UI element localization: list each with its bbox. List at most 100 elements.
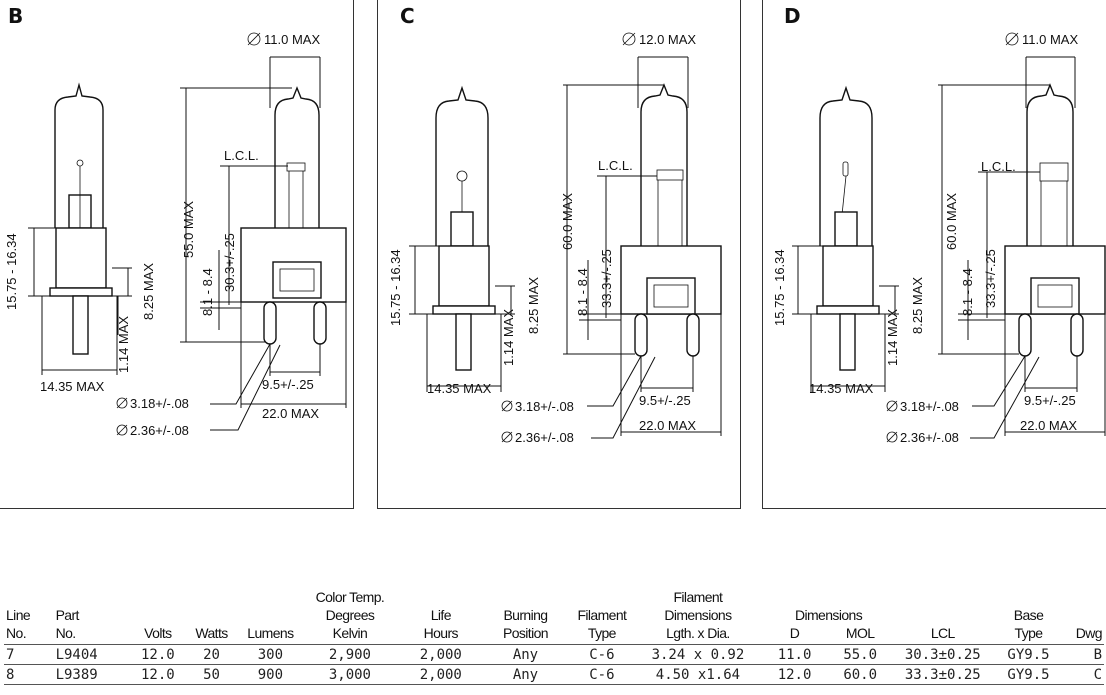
cell-filament-type: C-6	[565, 664, 639, 685]
pin-height-label-d: 8.25 MAX	[910, 277, 925, 334]
dimensions-group-label: Dimensions	[794, 607, 863, 623]
cell-filament-dims: 3.24 x 0.92	[638, 644, 758, 665]
cell-watts: 50	[185, 664, 238, 685]
cell-burning: Any	[485, 664, 566, 685]
cell-life: 2,000	[396, 664, 486, 685]
lcl-label-b: L.C.L.	[224, 148, 259, 163]
side-view-bulb	[819, 85, 873, 246]
drawing-panel-c	[377, 0, 741, 509]
lcl-label-c: L.C.L.	[598, 158, 633, 173]
side-view-base	[55, 227, 107, 289]
front-view-bulb	[274, 86, 320, 228]
side-width-label-d: 14.35 MAX	[809, 381, 874, 396]
dia-label-d: 11.0 MAX	[1022, 32, 1078, 47]
col-watts: Watts	[195, 625, 228, 641]
dia-label-b: 11.0 MAX	[264, 32, 320, 47]
base-range-label-b: 8.1 - 8.4	[200, 268, 215, 316]
col-dwg: Dwg	[1075, 625, 1103, 641]
base-range-label-c: 8.1 - 8.4	[575, 268, 590, 316]
cell-d: 11.0	[757, 644, 832, 665]
side-width-label-c: 14.35 MAX	[427, 381, 492, 396]
cell-filament-dims: 4.50 x1.64	[638, 664, 758, 685]
cell-lumens: 300	[237, 644, 304, 665]
pin-dia2-label-c: 2.36+/-.08	[515, 430, 574, 445]
front-view-bulb	[1026, 83, 1074, 246]
cell-volts: 12.0	[129, 664, 186, 685]
side-view-base	[438, 245, 490, 307]
gap-label-b: 1.14 MAX	[116, 316, 131, 373]
cell-part: L9389	[53, 664, 130, 685]
cell-line: 7	[4, 644, 54, 665]
table-row: 8 L9389 12.0 50 900 3,000 2,000 Any C-6 …	[4, 664, 1104, 685]
col-lcl: LCL	[930, 625, 955, 641]
pin-dia1-label-b: 3.18+/-.08	[130, 396, 189, 411]
lcl-height-label-c: 33.3+/-.25	[599, 249, 614, 308]
cell-filament-type: C-6	[565, 644, 639, 665]
overall-label-d: 60.0 MAX	[944, 193, 959, 250]
base-width-label-d: 22.0 MAX	[1020, 418, 1077, 433]
pin-dia2-label-b: 2.36+/-.08	[130, 423, 189, 438]
cell-lcl: 30.3±0.25	[889, 644, 997, 665]
cell-base: GY9.5	[996, 644, 1061, 665]
cell-volts: 12.0	[129, 644, 186, 665]
side-view-bulb	[54, 82, 104, 228]
cell-mol: 55.0	[831, 644, 890, 665]
pin-dia2-label-d: 2.36+/-.08	[900, 430, 959, 445]
panel-label-b: B	[8, 4, 24, 28]
gap-label-d: 1.14 MAX	[885, 309, 900, 366]
cell-line: 8	[4, 664, 54, 685]
base-width-label-b: 22.0 MAX	[262, 406, 319, 421]
lamp-drawing-b: 15.75 - 16.34 8.25 MAX 1.14 MAX 14.35 MA…	[4, 32, 347, 438]
cell-watts: 20	[185, 644, 238, 665]
pin-height-label-b: 8.25 MAX	[141, 263, 156, 320]
lcl-height-label-d: 33.3+/-.25	[983, 249, 998, 308]
cell-color-temp: 3,000	[303, 664, 397, 685]
overall-label-c: 60.0 MAX	[560, 193, 575, 250]
col-mol: MOL	[845, 625, 875, 641]
front-view-bulb	[640, 83, 688, 246]
side-range-label-c: 15.75 - 16.34	[388, 249, 403, 326]
gap-label-c: 1.14 MAX	[501, 309, 516, 366]
panel-label-c: C	[400, 4, 415, 28]
cell-d: 12.0	[757, 664, 832, 685]
lamp-drawing-c: 15.75 - 16.34 8.25 MAX 1.14 MAX 14.35 MA…	[388, 32, 722, 445]
lamp-drawing-d: 15.75 - 16.34 8.25 MAX 1.14 MAX 14.35 MA…	[772, 32, 1106, 445]
drawing-panel-b	[0, 0, 354, 509]
pin-spacing-label-d: 9.5+/-.25	[1024, 393, 1076, 408]
cell-part: L9404	[53, 644, 130, 665]
cell-dwg: B	[1060, 644, 1104, 665]
cell-dwg: C	[1060, 664, 1104, 685]
side-range-label-b: 15.75 - 16.34	[4, 233, 19, 310]
pin-height-label-c: 8.25 MAX	[526, 277, 541, 334]
panel-label-d: D	[784, 4, 801, 28]
side-range-label-d: 15.75 - 16.34	[772, 249, 787, 326]
dia-label-c: 12.0 MAX	[639, 32, 696, 47]
cell-lumens: 900	[237, 664, 304, 685]
lcl-label-d: L.C.L.	[981, 159, 1016, 174]
base-range-label-d: 8.1 - 8.4	[960, 268, 975, 316]
col-lumens: Lumens	[247, 625, 294, 641]
cell-life: 2,000	[396, 644, 486, 665]
table-row: 7 L9404 12.0 20 300 2,900 2,000 Any C-6 …	[4, 644, 1104, 665]
cell-lcl: 33.3±0.25	[889, 664, 997, 685]
cell-color-temp: 2,900	[303, 644, 397, 665]
pin-spacing-label-c: 9.5+/-.25	[639, 393, 691, 408]
pin-spacing-label-b: 9.5+/-.25	[262, 377, 314, 392]
side-view-base	[822, 245, 874, 307]
col-volts: Volts	[144, 625, 172, 641]
base-width-label-c: 22.0 MAX	[639, 418, 696, 433]
overall-label-b: 55.0 MAX	[181, 201, 196, 258]
side-width-label-b: 14.35 MAX	[40, 379, 105, 394]
cell-burning: Any	[485, 644, 566, 665]
